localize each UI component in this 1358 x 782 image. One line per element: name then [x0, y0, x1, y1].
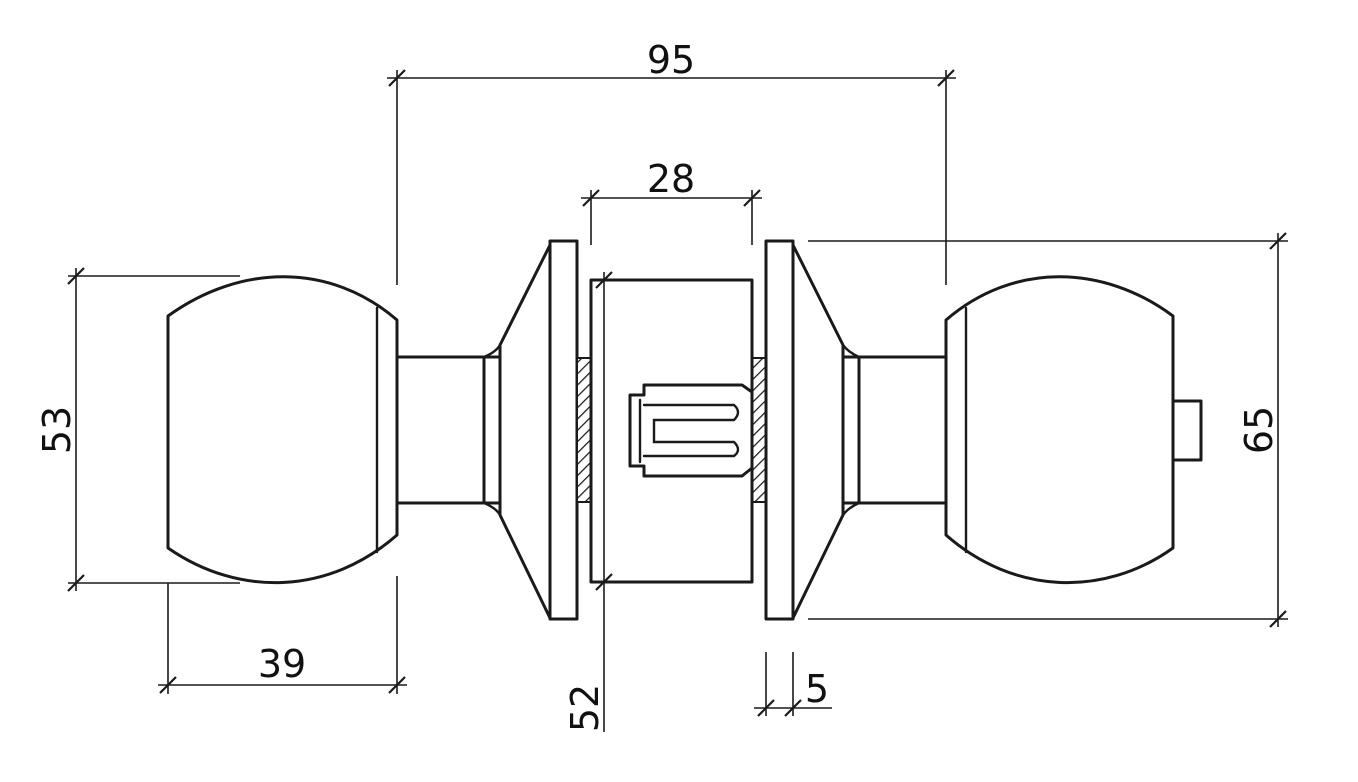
right-rose-plate [764, 239, 795, 621]
left-rose-fillet [482, 343, 502, 517]
left-spacer-hatch [576, 357, 592, 503]
right-neck-shaft [857, 355, 948, 505]
dimension-latch-width: 28 [581, 157, 762, 245]
left-rose [482, 239, 579, 621]
left-knob [166, 275, 399, 585]
latch-spindle-inner [638, 398, 740, 464]
latch-spindle-outer [628, 383, 754, 478]
dimension-latch-height-label: 52 [563, 684, 607, 732]
dimension-rose-thickness: 5 [754, 652, 832, 717]
dimension-latch-height: 52 [563, 271, 613, 732]
right-knob-body [944, 275, 1175, 585]
right-spacer-hatch [751, 357, 767, 503]
dimension-rose-diameter-label: 65 [1237, 406, 1281, 454]
dimension-knob-length: 39 [158, 576, 407, 694]
right-neck [841, 355, 948, 505]
left-neck-shaft [395, 355, 486, 505]
right-rose [764, 239, 861, 621]
dimension-overall-length-label: 95 [647, 38, 695, 82]
left-neck [395, 355, 502, 505]
left-rose-plate [548, 239, 579, 621]
dimension-overall-length: 95 [387, 38, 956, 285]
left-rose-cone [498, 243, 552, 620]
right-neck-collar [841, 355, 861, 505]
right-knob [944, 275, 1203, 585]
left-neck-collar [482, 355, 502, 505]
right-knob-push-button [1171, 399, 1203, 462]
dimension-rose-thickness-label: 5 [805, 667, 829, 711]
latch [589, 278, 754, 584]
right-rose-cone [791, 243, 845, 620]
dimension-rose-diameter: 65 [808, 232, 1288, 628]
dimension-latch-width-label: 28 [647, 157, 695, 201]
left-knob-body [166, 275, 399, 585]
dimension-knob-diameter: 53 [35, 267, 240, 592]
dimension-knob-length-label: 39 [258, 642, 306, 686]
dimension-knob-diameter-label: 53 [35, 406, 79, 454]
